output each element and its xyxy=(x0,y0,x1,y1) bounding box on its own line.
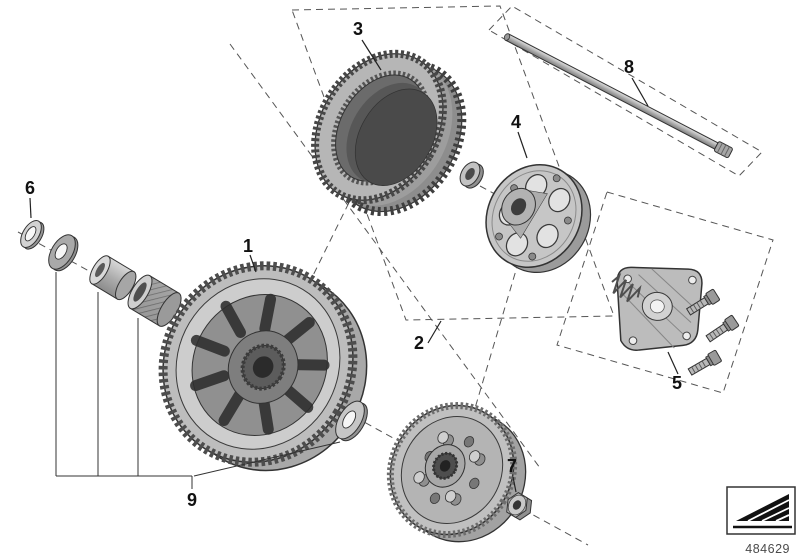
drawing-number: 484629 xyxy=(745,542,790,556)
part-washer-front xyxy=(48,234,79,272)
part-clutch-drum xyxy=(386,402,527,543)
part-pressure-plate xyxy=(485,164,592,273)
part-release-bearing xyxy=(459,161,484,189)
part-shim-ring xyxy=(20,219,45,250)
bolt-2 xyxy=(705,315,740,343)
group-9-bracket xyxy=(55,272,341,489)
part-plate-stack xyxy=(311,49,467,217)
callout-1[interactable]: 1 xyxy=(242,236,254,256)
callout-6[interactable]: 6 xyxy=(24,178,36,198)
part-pushrod xyxy=(503,33,733,159)
part-clutch-basket xyxy=(158,261,368,472)
callout-9[interactable]: 9 xyxy=(186,490,198,510)
group-box-3-4 xyxy=(291,5,615,321)
orientation-symbol xyxy=(726,486,796,535)
callout-3[interactable]: 3 xyxy=(352,19,364,39)
part-needle-cage xyxy=(127,274,182,327)
part-hub-nut xyxy=(506,492,533,521)
callout-2[interactable]: 2 xyxy=(413,333,425,353)
part-retaining-plate xyxy=(611,266,740,376)
part-thrust-washer xyxy=(335,400,368,442)
bolt-1 xyxy=(685,288,720,316)
part-bushing xyxy=(89,255,137,301)
bolt-3 xyxy=(687,349,722,376)
axis-4-to-2 xyxy=(469,249,523,426)
callout-leader-lines xyxy=(29,39,679,493)
spring xyxy=(611,272,642,303)
callout-7[interactable]: 7 xyxy=(506,456,518,476)
diagonal-axis-line xyxy=(229,43,541,469)
callout-8[interactable]: 8 xyxy=(623,57,635,77)
callout-4[interactable]: 4 xyxy=(510,112,522,132)
callout-5[interactable]: 5 xyxy=(671,373,683,393)
